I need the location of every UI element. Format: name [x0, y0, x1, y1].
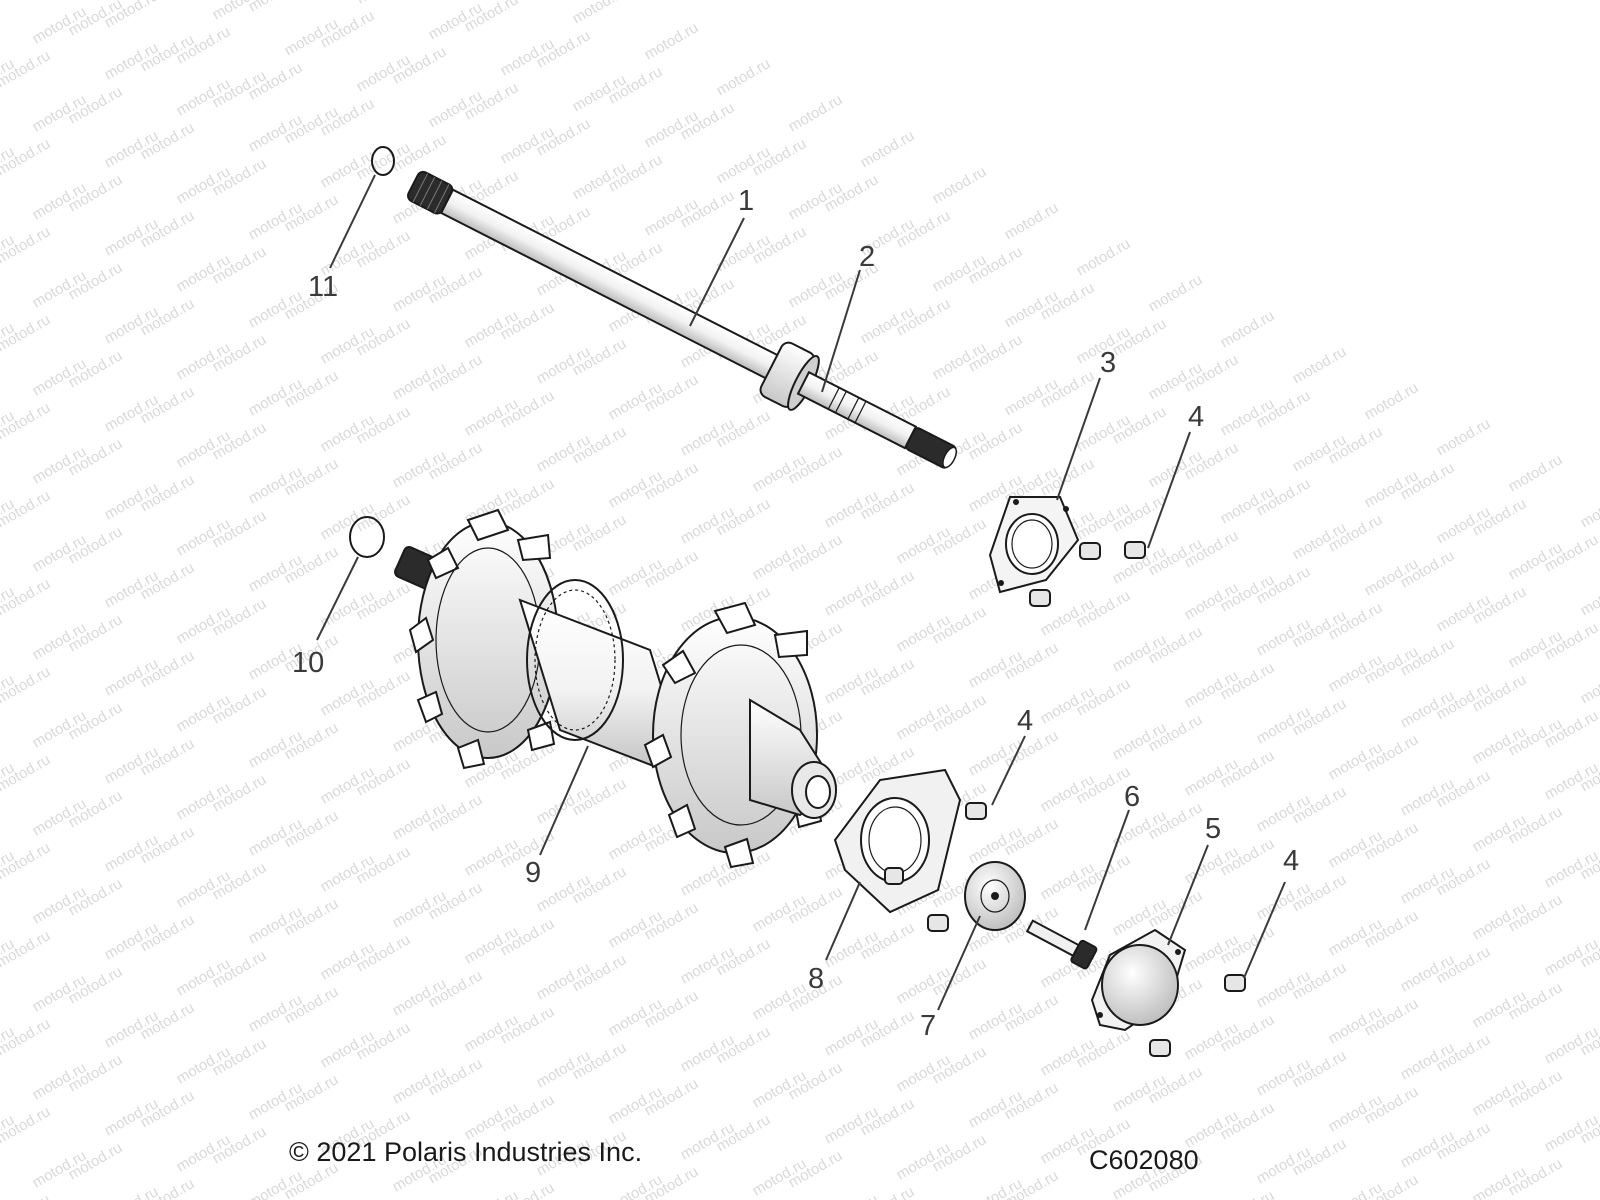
watermark-text: motod.ru [1578, 575, 1600, 619]
callout-10: 10 [292, 647, 324, 679]
watermark-text: motod.ru [102, 1183, 162, 1200]
watermark-text: motod.ru [822, 1191, 882, 1200]
watermark-text: motod.ru [1578, 1191, 1600, 1200]
callout-2: 2 [859, 241, 875, 273]
watermark-text: motod.ru [930, 163, 990, 207]
watermark-text: motod.ru [1218, 307, 1278, 351]
drive-shaft [407, 170, 958, 469]
watermark-text: motod.ru [1326, 1179, 1386, 1200]
callout-5: 5 [1205, 813, 1221, 845]
o-ring-large [349, 516, 385, 558]
watermark-text: motod.ru [1506, 451, 1566, 495]
watermark-text: motod.ru [642, 19, 702, 63]
flange-bolt [1029, 541, 1146, 607]
drawing-number: C602080 [1089, 1145, 1199, 1175]
callout-4: 4 [1188, 401, 1204, 433]
washer [964, 861, 1026, 931]
cover-bolt [1149, 1039, 1171, 1057]
watermark-text: motod.ru [0, 0, 53, 3]
watermark-text: motod.ru [462, 1187, 522, 1200]
callout-11: 11 [308, 271, 338, 303]
callout-3: 3 [1100, 347, 1116, 379]
watermark-text: motod.ru [354, 0, 414, 7]
watermark-text: motod.ru [714, 55, 774, 99]
sprocket-drive-shaft-assembly [394, 508, 837, 869]
bearing-flange-plate [988, 496, 1080, 594]
watermark-text: motod.ru [1578, 487, 1600, 531]
watermark-text: motod.ru [1002, 199, 1062, 243]
watermark-text: motod.ru [354, 1195, 414, 1200]
housing-bolt [965, 802, 987, 820]
end-cover [1090, 928, 1187, 1032]
callout-7: 7 [920, 1010, 936, 1042]
watermark-text: motod.ru [1290, 343, 1350, 387]
callout-1: 1 [738, 185, 754, 217]
watermark-text: motod.ru [1074, 235, 1134, 279]
watermark-text: motod.ru [786, 91, 846, 135]
bolt [1025, 919, 1098, 970]
callout-9: 9 [525, 857, 541, 889]
watermark-text: motod.ru [1578, 663, 1600, 707]
watermark-text: motod.ru [1362, 379, 1422, 423]
watermark-text: motod.ru [1434, 415, 1494, 459]
callout-4: 4 [1017, 705, 1033, 737]
copyright-notice: © 2021 Polaris Industries Inc. [289, 1137, 643, 1167]
watermark-text: motod.ru [1182, 1195, 1242, 1200]
housing-bolt [927, 914, 949, 932]
o-ring-small [371, 146, 395, 176]
callout-6: 6 [1124, 781, 1140, 813]
cover-bolt [1224, 974, 1246, 992]
watermark-text: motod.ru [1146, 271, 1206, 315]
callout-8: 8 [808, 963, 824, 995]
callout-leaders [316, 174, 1286, 1011]
callout-4: 4 [1283, 845, 1299, 877]
watermark-text: motod.ru [570, 0, 630, 27]
bearing-housing [833, 768, 962, 914]
watermark-text: motod.ru [858, 127, 918, 171]
